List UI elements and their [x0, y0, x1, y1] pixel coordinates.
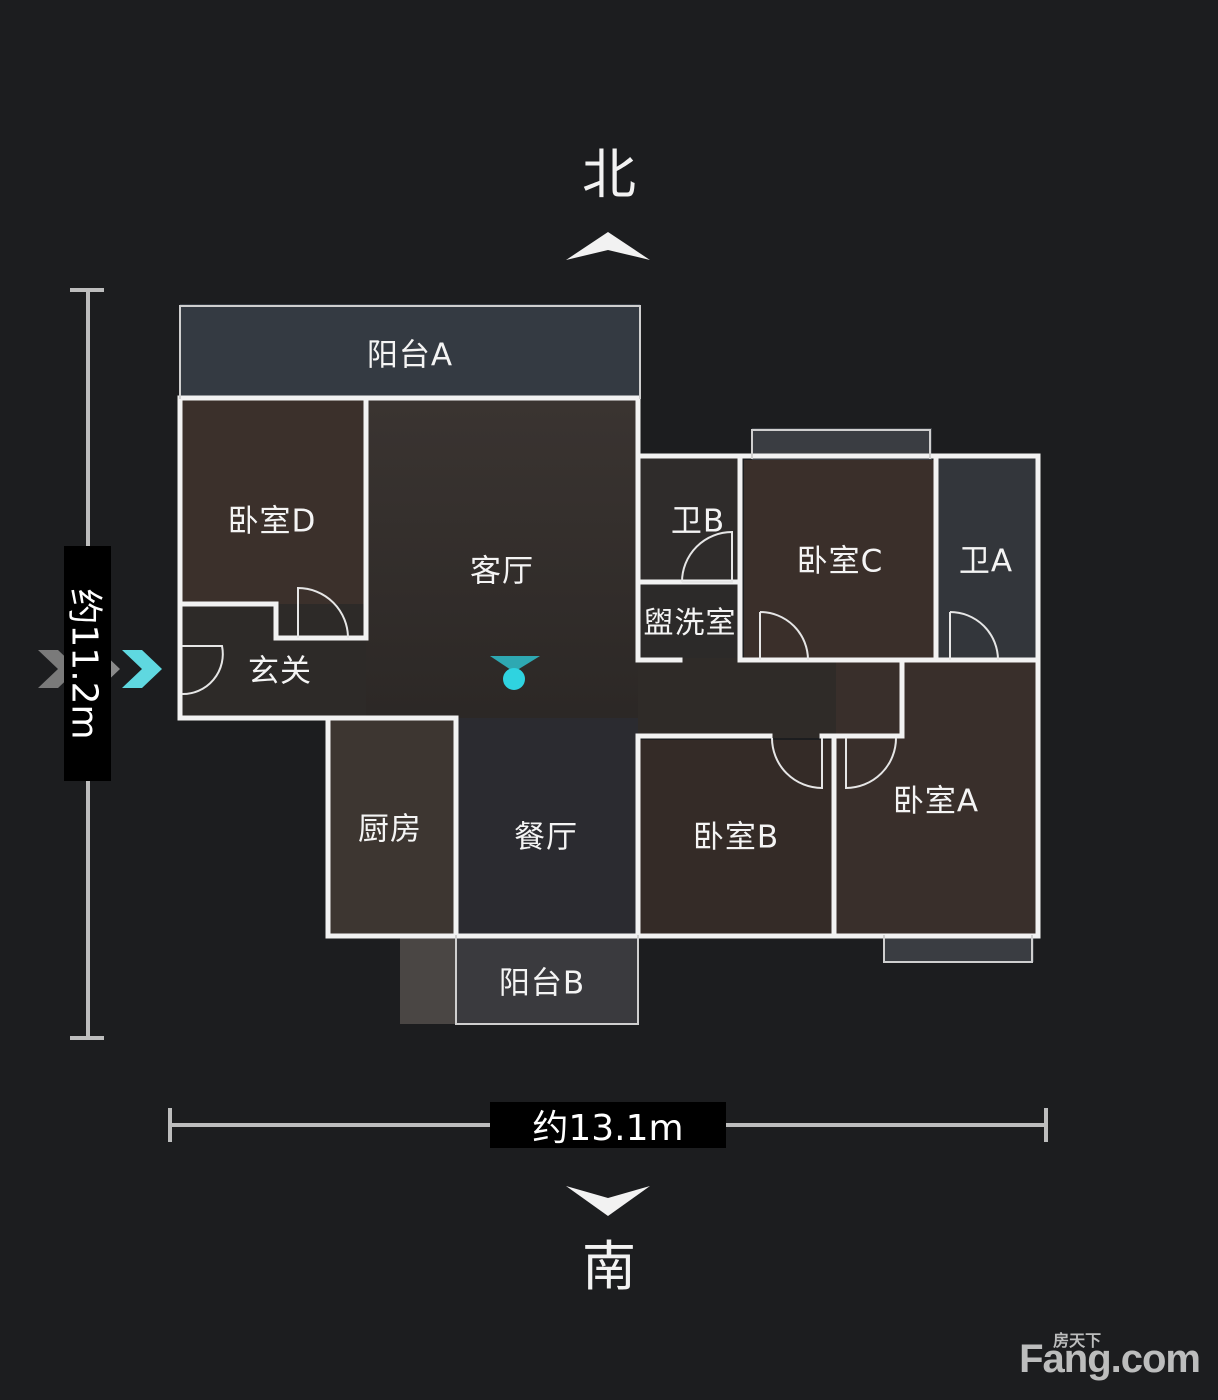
floor-fills — [180, 304, 1036, 1024]
room-label-bath-a[interactable]: 卫A — [958, 543, 1014, 580]
bay-window-a — [884, 934, 1034, 962]
room-label-kitchen[interactable]: 厨房 — [358, 811, 422, 848]
bedroom-b-floor[interactable] — [640, 740, 834, 934]
room-label-dining-room[interactable]: 餐厅 — [514, 819, 578, 856]
kitchen-floor[interactable] — [328, 718, 456, 936]
room-label-bath-b[interactable]: 卫B — [670, 503, 726, 540]
room-label-bedroom-b[interactable]: 卧室B — [692, 819, 780, 856]
bath-a-floor[interactable] — [936, 458, 1036, 658]
entrance-floor[interactable] — [180, 604, 366, 716]
logo-brand-text: Fang.com — [1019, 1337, 1201, 1381]
bath-b-floor[interactable] — [640, 458, 740, 582]
room-label-entrance[interactable]: 玄关 — [248, 653, 312, 690]
living-room-floor[interactable] — [366, 400, 638, 740]
bedroom-a-floor[interactable] — [836, 662, 1036, 934]
door-entrance — [181, 645, 224, 696]
north-label: 北 — [582, 143, 636, 206]
width-dimension-label: 约13.1m — [490, 1102, 726, 1149]
door-bath-b — [681, 530, 733, 583]
north-arrow-icon — [566, 232, 650, 260]
room-label-bedroom-d[interactable]: 卧室D — [227, 503, 317, 540]
fang-logo: 房天下 Fang.com — [1019, 1333, 1201, 1382]
room-label-balcony-a[interactable]: 阳台A — [366, 337, 454, 374]
kitchen-balcony-floor — [400, 936, 456, 1024]
door-bedroom-b — [771, 737, 823, 790]
bedroom-c-floor[interactable] — [744, 460, 934, 658]
south-label: 南 — [582, 1235, 636, 1298]
door-bedroom-c — [759, 611, 809, 661]
door-bedroom-d — [297, 586, 349, 639]
door-swings — [181, 530, 999, 790]
room-label-bedroom-c[interactable]: 卧室C — [796, 543, 884, 580]
dining-room-floor[interactable] — [456, 718, 638, 936]
door-bath-a — [949, 611, 999, 661]
balcony-b-floor[interactable] — [456, 936, 638, 1024]
room-label-bedroom-a[interactable]: 卧室A — [892, 783, 980, 820]
south-arrow-icon — [566, 1186, 650, 1216]
height-dimension-label: 约11.2m — [64, 546, 111, 781]
room-label-balcony-b[interactable]: 阳台B — [498, 965, 586, 1002]
door-bedroom-a — [845, 737, 897, 790]
room-label-living-room[interactable]: 客厅 — [470, 553, 534, 590]
bedroom-d-floor[interactable] — [180, 400, 366, 604]
balcony-a-floor[interactable] — [180, 304, 640, 398]
logo-cn-text: 房天下 — [1053, 1333, 1102, 1350]
washroom-floor[interactable] — [640, 582, 740, 658]
room-label-washroom[interactable]: 盥洗室 — [643, 606, 737, 641]
walls — [177, 305, 1041, 1025]
position-marker[interactable] — [490, 656, 540, 690]
